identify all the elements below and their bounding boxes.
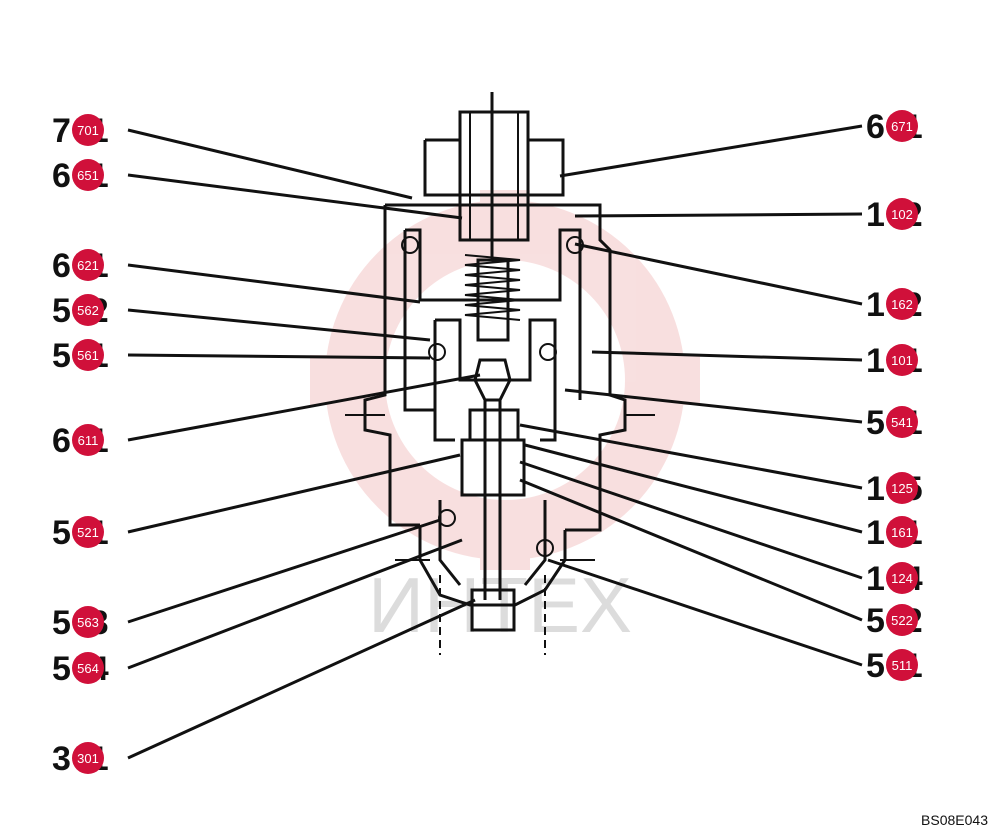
part-number-badge-text: 651 (77, 168, 99, 183)
part-number-badge-text: 161 (891, 525, 913, 540)
part-number-badge-text: 522 (891, 613, 913, 628)
part-number-badge-text: 563 (77, 615, 99, 630)
part-number-badge-text: 301 (77, 751, 99, 766)
part-number-badge (886, 110, 918, 142)
part-number-badge-text: 101 (891, 353, 913, 368)
part-number-badge-text: 671 (891, 119, 913, 134)
leader-lines-right (519, 124, 863, 667)
part-number-badge (886, 472, 918, 504)
part-number-badge (72, 339, 104, 371)
part-number-badge-text: 521 (77, 525, 99, 540)
part-number-badge (72, 516, 104, 548)
part-number-badge (886, 516, 918, 548)
part-number-badge (72, 294, 104, 326)
part-number-badge (72, 606, 104, 638)
part-number-badge (72, 114, 104, 146)
part-number-badge-text: 125 (891, 481, 913, 496)
part-number-badge (72, 742, 104, 774)
part-number-badge (886, 198, 918, 230)
part-number-badge-text: 701 (77, 123, 99, 138)
part-number-badge-text: 621 (77, 258, 99, 273)
part-number-badge-text: 611 (78, 433, 99, 448)
part-number-badge-text: 124 (891, 571, 913, 586)
part-number-badge (886, 604, 918, 636)
part-number-badge-text: 562 (77, 303, 99, 318)
part-number-badge (886, 406, 918, 438)
valve-body (345, 92, 655, 655)
leader-lines-left (127, 128, 481, 760)
part-number-badge (72, 159, 104, 191)
part-number-badge-text: 102 (891, 207, 913, 222)
figure-code: BS08E043 (921, 812, 988, 828)
part-number-badge (72, 652, 104, 684)
part-number-badge-text: 162 (891, 297, 913, 312)
part-number-badge-text: 541 (891, 415, 913, 430)
part-number-badge-text: 511 (892, 658, 913, 673)
part-number-badge (886, 344, 918, 376)
part-number-badge (886, 649, 918, 681)
part-number-badge-text: 561 (77, 348, 99, 363)
part-number-badge-text: 564 (77, 661, 99, 676)
part-number-badge (886, 562, 918, 594)
part-number-badge (72, 249, 104, 281)
callout-group: 7 17016 16516 16215 25625 15616 16115 15… (52, 108, 923, 778)
part-number-badge (72, 424, 104, 456)
part-number-badge (886, 288, 918, 320)
